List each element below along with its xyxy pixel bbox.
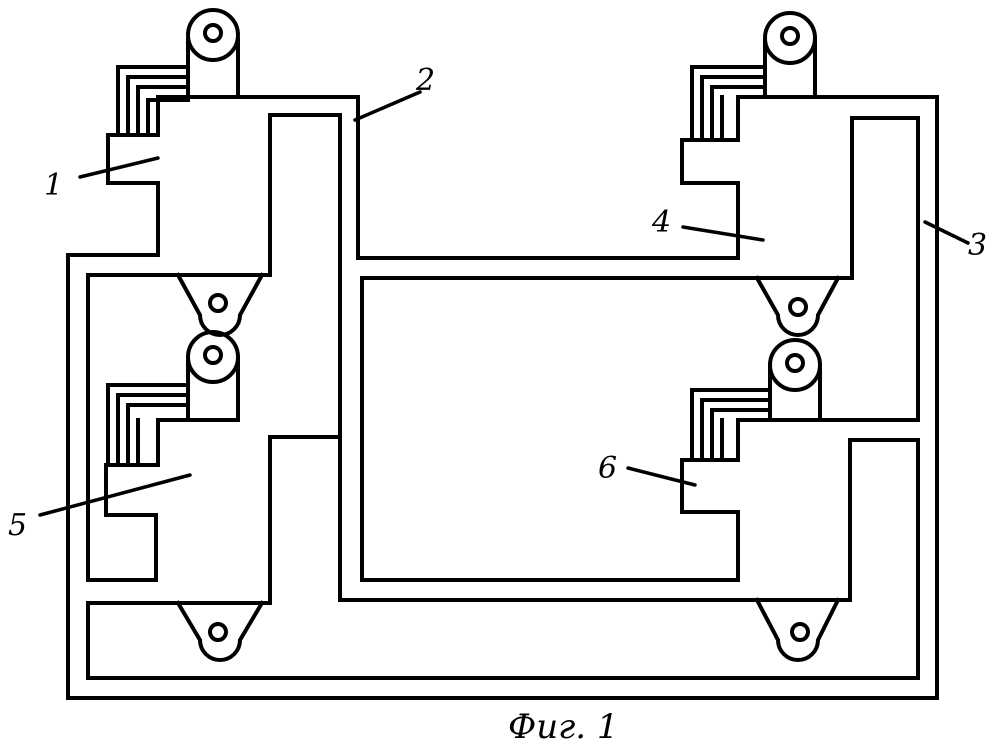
unit-5-bottom-roller	[178, 603, 262, 660]
unit-6-bottom-roller	[757, 600, 838, 660]
arm-upper-left	[88, 115, 918, 678]
outer-frame	[68, 97, 937, 698]
label-1: 1	[44, 168, 63, 203]
unit-4-top-roller	[692, 13, 815, 140]
label-3: 3	[968, 228, 987, 263]
unit-6-top-roller	[692, 340, 820, 460]
label-5: 5	[8, 508, 27, 543]
unit-4-bottom-roller	[757, 278, 838, 335]
label-2: 2	[415, 63, 435, 98]
figure-caption: Фиг. 1	[508, 707, 619, 747]
unit-1-bottom-roller	[178, 275, 262, 335]
unit-1-top-roller	[118, 10, 238, 135]
label-6: 6	[598, 451, 617, 486]
arm-right	[362, 118, 918, 580]
leader-lines	[40, 92, 968, 515]
unit-5-top-roller	[108, 332, 238, 465]
label-4: 4	[651, 205, 671, 240]
